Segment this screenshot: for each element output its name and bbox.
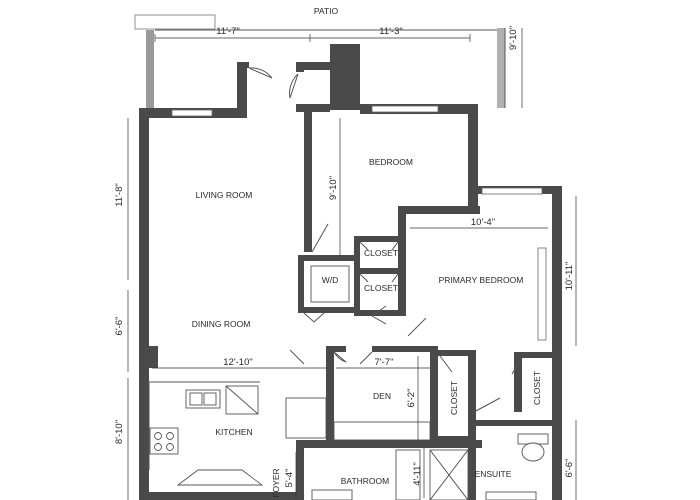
dim-bathroom-depth: 4'-11": [412, 462, 423, 486]
label-foyer: FOYER: [271, 468, 281, 497]
patio-area: [134, 14, 506, 108]
fixtures: [148, 381, 549, 500]
label-primary-bedroom: PRIMARY BEDROOM: [439, 275, 524, 285]
stove: [149, 427, 179, 455]
dim-dining-width: 12'-10": [223, 357, 252, 368]
window-primary-side: [537, 247, 547, 341]
dimension-lines: [127, 28, 577, 500]
dim-patio-left: 11'-7": [216, 26, 240, 37]
window-primary: [481, 187, 543, 195]
label-kitchen: KITCHEN: [215, 427, 252, 437]
doors: [248, 67, 523, 413]
label-den: DEN: [373, 391, 391, 401]
label-bathroom: BATHROOM: [341, 476, 389, 486]
dim-foyer-height: 5'-4": [284, 469, 295, 488]
dim-living-height: 11'-8": [114, 183, 125, 207]
dim-den-height: 6'-2": [406, 389, 417, 408]
dim-den-width: 7'-7": [375, 357, 394, 368]
dim-dining-height: 6'-6": [114, 317, 125, 336]
dim-ensuite-height: 6'-6": [564, 459, 575, 478]
label-dining-room: DINING ROOM: [192, 319, 251, 329]
label-living-room: LIVING ROOM: [196, 190, 253, 200]
patio-right-post: [497, 28, 505, 108]
dim-patio-depth: 9'-10": [508, 26, 519, 50]
dim-kitchen-height: 8'-10": [114, 420, 125, 444]
dim-primary-width: 10'-4": [471, 217, 495, 228]
bathtub: [395, 449, 421, 500]
label-closet-den: CLOSET: [449, 381, 459, 415]
windows: [171, 105, 547, 341]
label-patio: PATIO: [314, 6, 339, 16]
label-ensuite: ENSUITE: [475, 469, 512, 479]
patio-stair: [134, 14, 216, 30]
label-bedroom: BEDROOM: [369, 157, 413, 167]
label-closet-lower: CLOSET: [364, 283, 398, 293]
window-bedroom: [371, 105, 439, 113]
dim-bedroom-depth: 9'-10": [328, 176, 339, 200]
label-wd: W/D: [322, 275, 339, 285]
toilet-bowl: [521, 442, 545, 462]
kitchen-island: [176, 469, 264, 486]
dimension-labels: 11'-7" 11'-3" 9'-10" 11'-8" 9'-10" 10'-4…: [114, 26, 575, 488]
room-labels: PATIO LIVING ROOM BEDROOM CLOSET W/D CLO…: [192, 6, 542, 498]
dim-primary-height: 10'-11": [564, 262, 575, 291]
label-closet-primary: CLOSET: [532, 371, 542, 405]
patio-left-post: [146, 30, 154, 108]
dim-patio-right: 11'-3": [379, 26, 403, 37]
interior-walls: [139, 236, 556, 500]
washer-dryer: [310, 265, 350, 303]
window-living: [171, 109, 213, 117]
toilet-tank: [517, 433, 549, 445]
label-closet-upper: CLOSET: [364, 248, 398, 258]
